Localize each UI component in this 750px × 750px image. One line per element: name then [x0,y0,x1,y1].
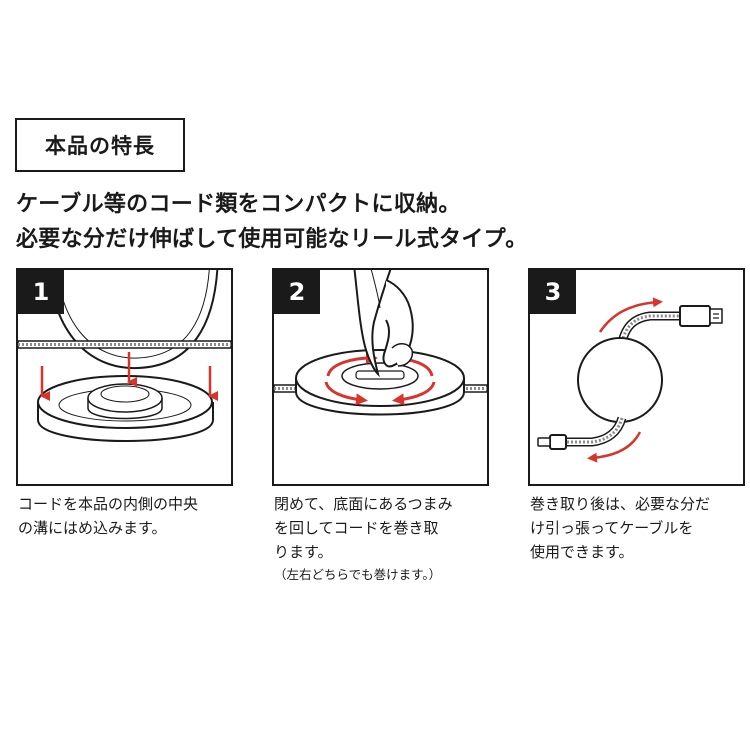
reel-closed [295,349,465,416]
reel-lid [47,270,219,370]
step-3-caption-line: 巻き取り後は、必要な分だ [530,495,711,513]
step-3-number: 3 [530,270,576,314]
step-1-caption-line: コードを本品の内側の中央 [18,495,199,513]
step-2-caption-line: ります。 [274,543,333,561]
cable-upper [617,311,680,344]
step-1-number: 1 [18,270,64,314]
step-2-note: （左右どちらでも巻けます。） [274,567,442,582]
step-2-caption-line: 閉めて、底面にあるつまみ [274,495,453,513]
step-3-caption-line: 使用できます。 [530,543,634,561]
hand-icon [353,270,414,378]
down-arrow-icon [40,352,218,401]
step-2-panel: 2 [272,268,489,486]
step-1-caption: コードを本品の内側の中央 の溝にはめ込みます。 [18,492,198,540]
step-1-caption-line: の溝にはめ込みます。 [18,519,167,537]
intro-line-1: ケーブル等のコード類をコンパクトに収納。 [16,192,461,217]
step-2-caption-line: を回してコードを巻き取 [274,519,439,537]
step-3-panel: 3 [528,268,745,486]
step-3-illustration [537,297,723,463]
pull-arrow-icon [587,297,663,463]
lightning-plug-icon [537,434,567,450]
step-2-number: 2 [274,270,320,314]
cable [18,340,231,349]
reel-top-view [577,337,663,423]
step-3-caption: 巻き取り後は、必要な分だ け引っ張ってケーブルを 使用できます。 [530,492,710,564]
intro-line-2: 必要な分だけ伸ばして使用可能なリール式タイプ。 [16,227,528,252]
step-2-illustration [274,270,487,416]
step-3-caption-line: け引っ張ってケーブルを [530,519,694,537]
step-1-illustration [18,270,231,442]
step-1-panel: 1 [16,268,233,486]
section-title: 本品の特長 [15,118,185,172]
usb-plug-icon [679,305,723,327]
step-2-caption: 閉めて、底面にあるつまみ を回してコードを巻き取 ります。 （左右どちらでも巻け… [274,492,453,586]
reel-base [37,375,214,442]
cable-lower [566,416,627,447]
